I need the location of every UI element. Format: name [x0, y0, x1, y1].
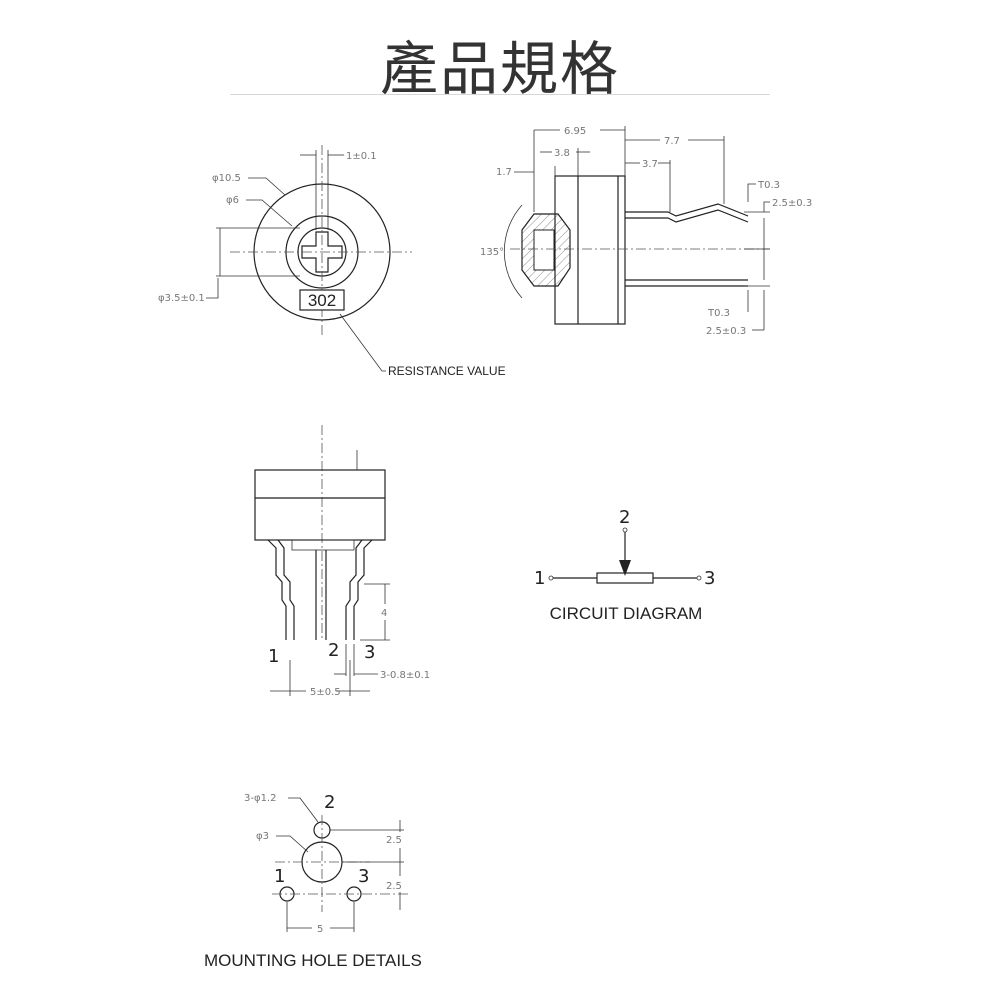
- mounting-holes: 3-φ1.2 2 φ3 1 3 2.5 2.5 5 MOUNTING HOLE …: [204, 792, 422, 970]
- dim-vertical-2: 2.5: [386, 881, 402, 892]
- dim-shaft-diameter: φ3.5±0.1: [158, 293, 205, 304]
- circuit-diagram: 2 1 3 CIRCUIT DIAGRAM: [534, 507, 715, 623]
- dim-pin-height-top: 2.5±0.3: [772, 198, 812, 209]
- side-view: 135° 6.95 7.7 3.8 1.7 3.7 T0.3: [480, 126, 812, 337]
- mount-pin-2: 2: [324, 792, 335, 813]
- circuit-caption: CIRCUIT DIAGRAM: [550, 604, 703, 623]
- circuit-pin-3: 3: [704, 568, 715, 589]
- upper-pin: [625, 203, 749, 217]
- mount-pin-1: 1: [274, 866, 285, 887]
- dim-center-hole: φ3: [256, 831, 269, 842]
- title-divider: [230, 94, 770, 95]
- mount-pin-3: 3: [358, 866, 369, 887]
- dim-slot-width: 1±0.1: [346, 151, 377, 162]
- dim-pin-width: 3-0.8±0.1: [380, 670, 430, 681]
- dim-vertical-1: 2.5: [386, 835, 402, 846]
- front-pin-1: 1: [268, 646, 279, 667]
- dim-3-8: 3.8: [554, 148, 570, 159]
- circuit-pin-1: 1: [534, 568, 545, 589]
- front-pin-2: 2: [328, 640, 339, 661]
- dim-pin-pitch: 5±0.5: [310, 687, 341, 698]
- resistance-value-label: RESISTANCE VALUE: [388, 364, 506, 378]
- cross-slot: [301, 231, 343, 273]
- front-pin-3: 3: [364, 642, 375, 663]
- dim-7-7: 7.7: [664, 136, 680, 147]
- dim-3-7: 3.7: [642, 159, 658, 170]
- pin-1-drawing: [267, 539, 287, 640]
- page-title: 產品規格: [379, 35, 620, 103]
- dim-6-95: 6.95: [564, 126, 586, 137]
- front-view: 1 2 3 4 3-0.8±0.1 5±0.5: [254, 425, 430, 698]
- dim-1-7: 1.7: [496, 167, 512, 178]
- resistance-marking: 302: [308, 291, 336, 310]
- dim-inner-diameter: φ6: [226, 195, 239, 206]
- dim-outer-diameter: φ10.5: [212, 173, 241, 184]
- front-body: [254, 469, 386, 541]
- top-view: 1±0.1 φ10.5 φ6 φ3.5±0.1 302 RESISTANCE V…: [158, 145, 506, 378]
- dim-horizontal: 5: [317, 924, 323, 935]
- marking-box: [299, 289, 345, 311]
- mounting-caption: MOUNTING HOLE DETAILS: [204, 951, 422, 970]
- dim-hole-diameter: 3-φ1.2: [244, 793, 276, 804]
- dim-pin-height-bottom: 2.5±0.3: [706, 326, 746, 337]
- dim-thickness-bottom: T0.3: [707, 308, 730, 319]
- circuit-pin-2: 2: [619, 507, 630, 528]
- wiper-arrow: [619, 560, 631, 576]
- dim-pin-length: 4: [381, 608, 387, 619]
- side-body: [554, 175, 626, 325]
- dim-angle: 135°: [480, 247, 504, 258]
- dim-thickness-top: T0.3: [757, 180, 780, 191]
- pin-3-drawing: [353, 539, 373, 640]
